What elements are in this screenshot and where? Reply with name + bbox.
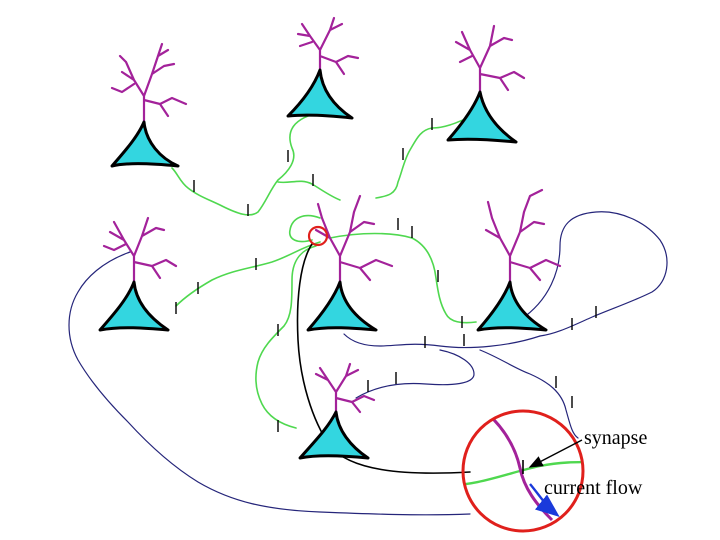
green-axons — [171, 111, 483, 429]
synapse-highlight-circle — [307, 225, 329, 247]
axon-right-loop — [519, 211, 668, 337]
axon-mid-branch — [355, 349, 475, 399]
current-flow-label: current flow — [544, 477, 643, 499]
synapse-pointer-arrow — [528, 439, 583, 468]
synapse-ticks — [175, 118, 597, 432]
axon-left-big-loop — [68, 251, 471, 516]
neuron-middle-left — [98, 216, 178, 332]
axon-top-center — [171, 111, 323, 216]
zoom-circle — [461, 409, 585, 533]
neuron-top-center — [286, 16, 360, 120]
neuron-middle-right — [476, 188, 562, 332]
axon-central-down — [255, 245, 317, 429]
neuron-bottom — [298, 362, 376, 460]
axon-central-loop — [288, 214, 321, 243]
axon-bottom-long — [343, 333, 541, 349]
neuron-center — [306, 194, 394, 332]
axon-black-projection — [296, 243, 471, 474]
axon-central-left — [175, 241, 321, 307]
axon-top-right — [375, 111, 483, 199]
axon-top-center-branch — [277, 180, 341, 201]
neuron-top-right — [446, 24, 526, 144]
synapse-zoom-inset — [461, 409, 585, 533]
blue-axons — [68, 211, 668, 516]
current-flow-arrow — [529, 483, 560, 517]
neuron-top-left — [110, 42, 188, 168]
synapse-label: synapse — [584, 427, 647, 449]
axon-right-down — [479, 349, 579, 439]
axon-central-right — [329, 232, 477, 324]
